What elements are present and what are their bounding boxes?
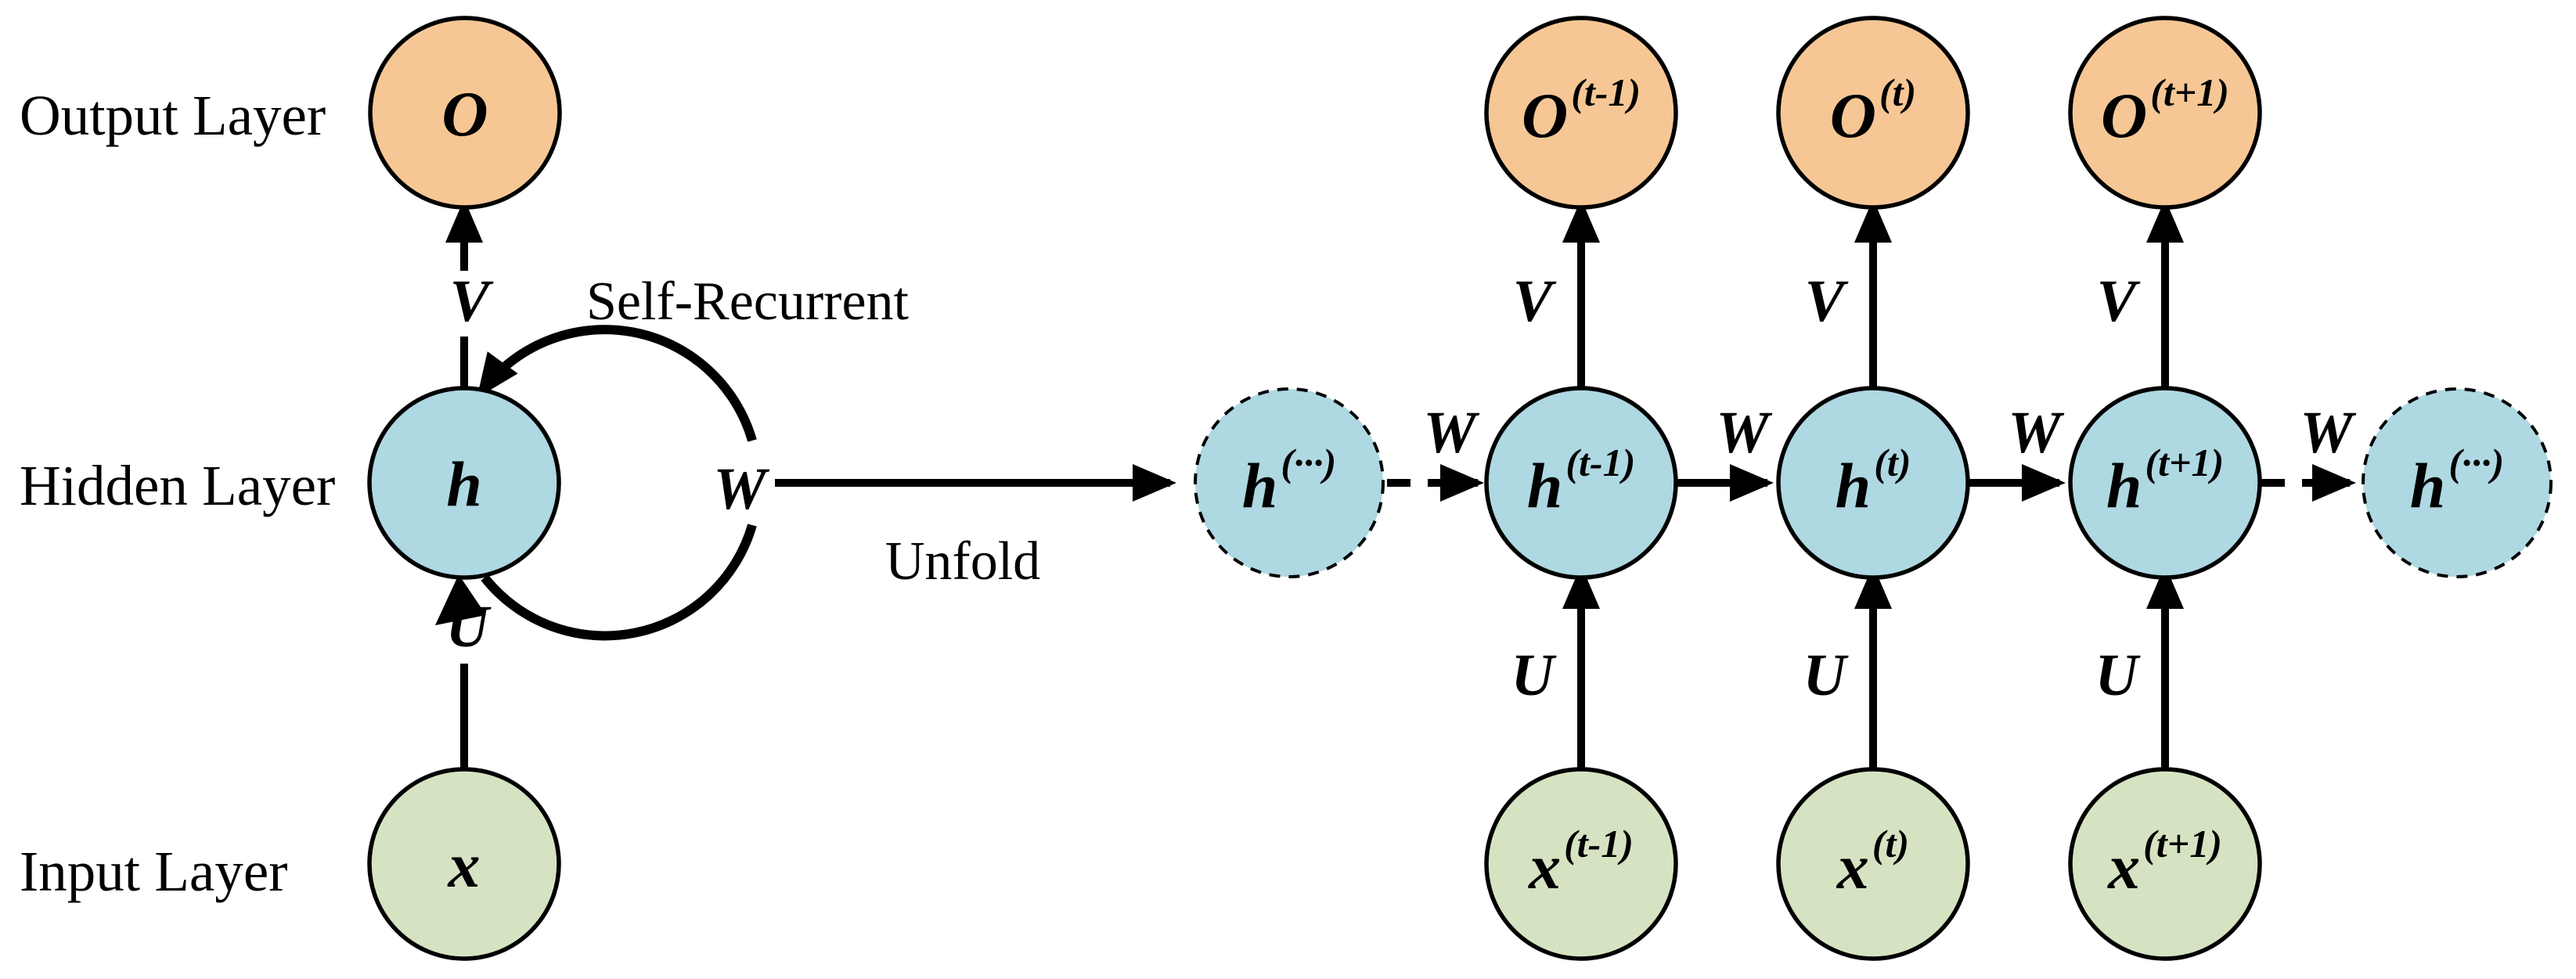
- output-node-t1: [2068, 16, 2262, 210]
- input-label-t1: x(t+1): [2107, 822, 2222, 902]
- output-label-t-1: O(t-1): [1522, 70, 1641, 151]
- output-label-t: O(t): [1830, 70, 1916, 151]
- hidden-node-t-1: [1484, 386, 1678, 580]
- v-label-t-1: V: [1513, 268, 1557, 334]
- self-recurrent-loop-upper: [477, 325, 757, 442]
- ghost-hidden-label-left: h(···): [1242, 441, 1336, 521]
- unfold-transition: Unfold: [775, 464, 1176, 592]
- hidden-base-t1: h: [2106, 450, 2142, 521]
- hidden-base-t-1: h: [1527, 450, 1563, 521]
- input-sup-t-1: (t-1): [1564, 822, 1634, 866]
- input-label-t-1: x(t-1): [1528, 822, 1634, 902]
- input-base-t-1: x: [1528, 831, 1561, 902]
- unfolded-network: h(···) W W W W h(···) V U O(t-1) h(t-1) …: [1194, 16, 2553, 961]
- v-label-t1: V: [2097, 268, 2141, 334]
- output-base-t1: O: [2101, 80, 2147, 151]
- hidden-sup-t-1: (t-1): [1565, 441, 1635, 484]
- time-step-column-t-1: V U O(t-1) h(t-1) x(t-1): [1484, 16, 1678, 961]
- input-node-label-folded: x: [448, 830, 481, 901]
- u-label-t-1: U: [1511, 642, 1558, 708]
- w-label-0: W: [1423, 400, 1480, 466]
- w-label-3: W: [2300, 400, 2357, 466]
- hidden-node-t1: [2068, 386, 2262, 580]
- u-label-t1: U: [2095, 642, 2142, 708]
- w-label-1: W: [1716, 400, 1773, 466]
- output-base-t-1: O: [1522, 80, 1568, 151]
- ghost-right-sup: (···): [2448, 441, 2504, 484]
- input-label-t: x(t): [1836, 822, 1909, 902]
- u-arrowhead-folded-icon: [435, 574, 486, 625]
- output-sup-t-1: (t-1): [1571, 70, 1641, 114]
- input-node-t1: [2068, 767, 2262, 961]
- input-base-t1: x: [2107, 831, 2140, 902]
- output-node-t: [1776, 16, 1970, 210]
- ghost-hidden-node-right: [2362, 387, 2553, 578]
- folded-network: Output Layer Hidden Layer Input Layer U …: [20, 16, 910, 961]
- hidden-label-t-1: h(t-1): [1527, 441, 1635, 521]
- hidden-sup-t1: (t+1): [2145, 441, 2224, 484]
- ghost-hidden-node-left: [1194, 387, 1385, 578]
- ghost-right-base: h: [2410, 450, 2446, 521]
- self-recurrent-loop-lower: [481, 524, 757, 641]
- input-node-t: [1776, 767, 1970, 961]
- input-node-folded: [367, 767, 561, 961]
- input-layer-label: Input Layer: [20, 840, 288, 903]
- w-label-2: W: [2008, 400, 2065, 466]
- time-step-column-t1: V U O(t+1) h(t+1) x(t+1): [2068, 16, 2262, 961]
- time-step-column-t: V U O(t) h(t) x(t): [1776, 16, 1970, 961]
- output-node-t-1: [1484, 16, 1678, 210]
- ghost-left-sup: (···): [1281, 441, 1336, 484]
- output-base-t: O: [1830, 80, 1876, 151]
- ghost-left-base: h: [1242, 450, 1278, 521]
- hidden-label-t: h(t): [1836, 441, 1911, 521]
- ghost-hidden-label-right: h(···): [2410, 441, 2504, 521]
- hidden-node-label-folded: h: [446, 448, 482, 520]
- v-weight-label-folded: V: [450, 268, 494, 334]
- input-node-t-1: [1484, 767, 1678, 961]
- output-sup-t1: (t+1): [2150, 70, 2229, 114]
- hidden-layer-label: Hidden Layer: [20, 454, 335, 517]
- input-sup-t: (t): [1872, 822, 1909, 866]
- w-weight-label-folded: W: [713, 456, 770, 522]
- output-node-folded: [368, 16, 562, 210]
- hidden-node-folded: [367, 386, 561, 580]
- hidden-label-t1: h(t+1): [2106, 441, 2224, 521]
- hidden-sup-t: (t): [1874, 441, 1911, 484]
- input-base-t: x: [1836, 831, 1869, 902]
- output-label-t1: O(t+1): [2101, 70, 2229, 151]
- output-sup-t: (t): [1879, 70, 1916, 114]
- self-recurrent-label: Self-Recurrent: [586, 272, 910, 332]
- hidden-node-t: [1776, 386, 1970, 580]
- v-label-t: V: [1805, 268, 1849, 334]
- hidden-base-t: h: [1836, 450, 1872, 521]
- input-sup-t1: (t+1): [2143, 822, 2222, 866]
- u-label-t: U: [1803, 642, 1850, 708]
- output-node-label-folded: O: [441, 78, 488, 149]
- u-weight-label-folded: U: [446, 594, 492, 660]
- output-layer-label: Output Layer: [20, 84, 326, 147]
- unfold-label: Unfold: [885, 531, 1040, 592]
